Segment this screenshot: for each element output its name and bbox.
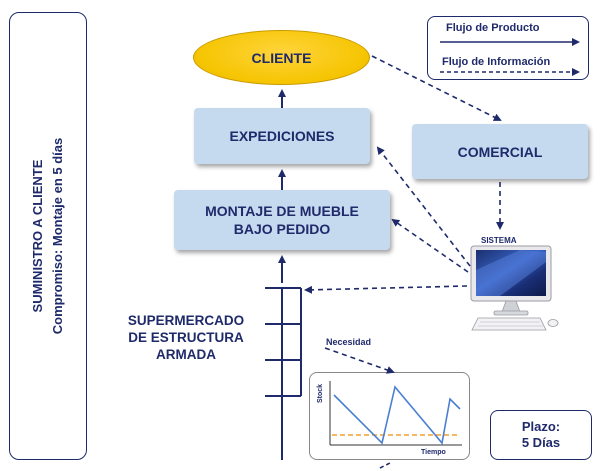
info-flow-sistema-to-expediciones [376, 146, 471, 267]
montaje-label-line1: MONTAJE DE MUEBLE [205, 203, 359, 219]
sistema-computer-icon [470, 245, 559, 331]
supermercado-line1: SUPERMERCADO [127, 313, 245, 328]
supermercado-line3: ARMADA [156, 347, 216, 362]
expediciones-node[interactable]: EXPEDICIONES [194, 108, 370, 164]
sistema-label: SISTEMA [481, 236, 517, 245]
plazo-box: Plazo: 5 Días [490, 410, 592, 460]
plazo-label: Plazo: [521, 419, 561, 434]
stock-chart-svg: Stock Tiempo [317, 381, 462, 456]
supermercado-label: SUPERMERCADO DE ESTRUCTURA ARMADA [110, 312, 262, 363]
supermercado-line2: DE ESTRUCTURA [128, 330, 244, 345]
montaje-node[interactable]: MONTAJE DE MUEBLE BAJO PEDIDO [174, 190, 390, 250]
info-flow-sistema-to-supermercado [304, 285, 468, 294]
side-panel: SUMINISTRO A CLIENTE Compromiso: Montaje… [9, 12, 87, 460]
cliente-node[interactable]: CLIENTE [193, 30, 370, 85]
stock-chart: Stock Tiempo [309, 372, 470, 460]
montaje-label-line2: BAJO PEDIDO [233, 221, 331, 237]
info-flow-sistema-to-montaje [391, 218, 469, 273]
info-flow-necesidad-to-chart [324, 347, 395, 374]
info-flow-bottom-stub [379, 461, 393, 469]
expediciones-label: EXPEDICIONES [229, 128, 335, 144]
necesidad-label: Necesidad [326, 337, 372, 347]
comercial-label: COMERCIAL [457, 143, 543, 160]
plazo-value: 5 Días [521, 435, 561, 450]
legend: Flujo de Producto Flujo de Información [427, 16, 589, 80]
chart-stock-line [333, 385, 461, 445]
chart-y-label: Stock [317, 384, 324, 403]
chart-x-label: Tiempo [421, 449, 446, 456]
comercial-node[interactable]: COMERCIAL [412, 124, 588, 179]
legend-info-flow: Flujo de Información [442, 56, 551, 68]
info-flow-cliente-to-comercial [371, 55, 502, 121]
legend-product-flow: Flujo de Producto [446, 22, 540, 34]
cliente-label: CLIENTE [251, 49, 312, 66]
